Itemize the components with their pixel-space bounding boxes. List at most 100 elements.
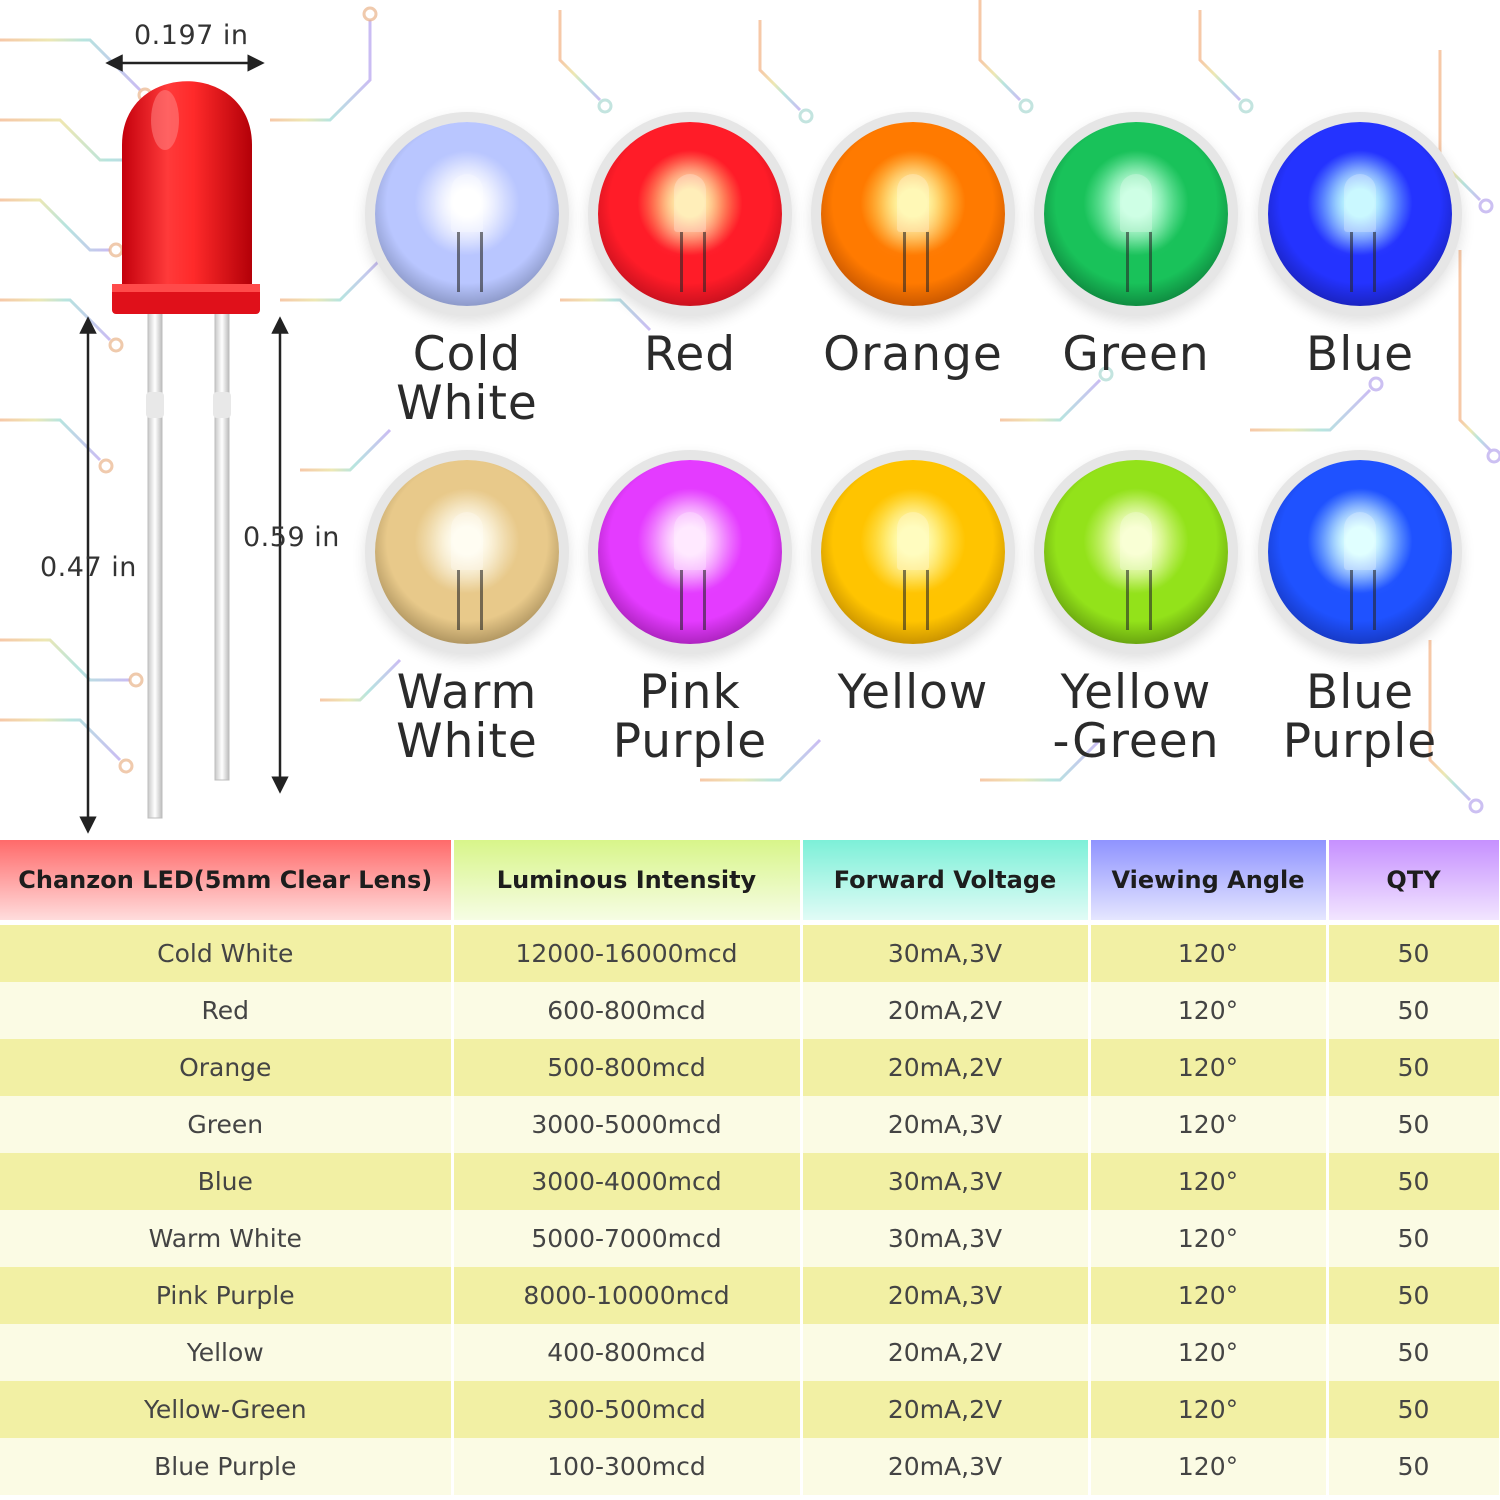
cell-viewing-angle: 120° — [1089, 1267, 1329, 1324]
cell-viewing-angle: 120° — [1089, 1153, 1329, 1210]
cell-color: Warm White — [0, 1210, 454, 1267]
header-forward-voltage: Forward Voltage — [801, 840, 1091, 923]
led-color-label: Yellow -Green — [1052, 665, 1220, 769]
led-diagram — [112, 81, 260, 819]
table-row: Orange 500-800mcd 20mA,2V 120° 50 — [0, 1039, 1500, 1096]
short-lead-dimension-label: 0.47 in — [40, 552, 137, 583]
led-color-label: Orange — [823, 327, 1003, 382]
led-leads — [457, 232, 483, 292]
cell-forward-voltage: 20mA,3V — [801, 1438, 1091, 1495]
led-leads — [1126, 570, 1152, 630]
led-color-label: Green — [1062, 327, 1210, 382]
cell-forward-voltage: 30mA,3V — [801, 1153, 1091, 1210]
led-color-cold-white: Cold White — [357, 122, 577, 452]
cell-qty: 50 — [1327, 982, 1500, 1039]
led-bulb-silhouette — [674, 174, 706, 232]
table-row: Cold White 12000-16000mcd 30mA,3V 120° 5… — [0, 920, 1500, 982]
long-lead-dimension-label: 0.59 in — [243, 522, 340, 553]
cell-qty: 50 — [1327, 1210, 1500, 1267]
led-glow-image — [598, 122, 782, 306]
cell-luminous-intensity: 8000-10000mcd — [452, 1267, 803, 1324]
cell-color: Yellow-Green — [0, 1381, 454, 1438]
led-glow-image — [598, 460, 782, 644]
circuit-pattern — [0, 0, 1492, 802]
cell-luminous-intensity: 12000-16000mcd — [452, 920, 803, 982]
cell-color: Blue — [0, 1153, 454, 1210]
cell-qty: 50 — [1327, 920, 1500, 982]
header-model: Chanzon LED(5mm Clear Lens) — [0, 840, 454, 923]
cell-viewing-angle: 120° — [1089, 1324, 1329, 1381]
led-color-red: Red — [580, 122, 800, 452]
led-leads — [1126, 232, 1152, 292]
cell-luminous-intensity: 500-800mcd — [452, 1039, 803, 1096]
led-color-label: Blue — [1305, 327, 1414, 382]
cell-forward-voltage: 20mA,2V — [801, 1039, 1091, 1096]
led-glow-image — [1268, 460, 1452, 644]
led-leads — [680, 570, 706, 630]
cell-qty: 50 — [1327, 1324, 1500, 1381]
cell-qty: 50 — [1327, 1438, 1500, 1495]
led-color-label: Red — [643, 327, 737, 382]
led-color-orange: Orange — [803, 122, 1023, 452]
cell-qty: 50 — [1327, 1153, 1500, 1210]
cell-viewing-angle: 120° — [1089, 1381, 1329, 1438]
led-bulb-silhouette — [1120, 174, 1152, 232]
header-qty: QTY — [1327, 840, 1500, 923]
led-leads — [903, 570, 929, 630]
led-color-yellow-green: Yellow -Green — [1026, 460, 1246, 790]
table-row: Warm White 5000-7000mcd 30mA,3V 120° 50 — [0, 1210, 1500, 1267]
cell-viewing-angle: 120° — [1089, 1096, 1329, 1153]
led-bulb-silhouette — [674, 512, 706, 570]
cell-luminous-intensity: 3000-4000mcd — [452, 1153, 803, 1210]
led-bulb-silhouette — [897, 512, 929, 570]
led-leads — [1350, 232, 1376, 292]
cell-qty: 50 — [1327, 1267, 1500, 1324]
led-glow-image — [1044, 122, 1228, 306]
led-color-label: Yellow — [837, 665, 989, 720]
led-glow-image — [1268, 122, 1452, 306]
led-glow-image — [821, 122, 1005, 306]
width-dimension-label: 0.197 in — [134, 20, 249, 51]
cell-forward-voltage: 20mA,2V — [801, 982, 1091, 1039]
cell-forward-voltage: 20mA,2V — [801, 1324, 1091, 1381]
cell-color: Cold White — [0, 920, 454, 982]
table-row: Green 3000-5000mcd 20mA,3V 120° 50 — [0, 1096, 1500, 1153]
cell-viewing-angle: 120° — [1089, 1438, 1329, 1495]
cell-luminous-intensity: 3000-5000mcd — [452, 1096, 803, 1153]
cell-forward-voltage: 30mA,3V — [801, 920, 1091, 982]
led-glow-image — [1044, 460, 1228, 644]
cell-viewing-angle: 120° — [1089, 1210, 1329, 1267]
led-leads — [680, 232, 706, 292]
led-glow-image — [375, 460, 559, 644]
led-color-label: Pink Purple — [612, 665, 768, 769]
cell-forward-voltage: 20mA,2V — [801, 1381, 1091, 1438]
cell-qty: 50 — [1327, 1039, 1500, 1096]
cell-viewing-angle: 120° — [1089, 1039, 1329, 1096]
cell-luminous-intensity: 300-500mcd — [452, 1381, 803, 1438]
cell-luminous-intensity: 5000-7000mcd — [452, 1210, 803, 1267]
cell-qty: 50 — [1327, 1381, 1500, 1438]
led-bulb-silhouette — [451, 174, 483, 232]
table-row: Pink Purple 8000-10000mcd 20mA,3V 120° 5… — [0, 1267, 1500, 1324]
cell-color: Green — [0, 1096, 454, 1153]
cell-color: Orange — [0, 1039, 454, 1096]
cell-qty: 50 — [1327, 1096, 1500, 1153]
cell-forward-voltage: 20mA,3V — [801, 1096, 1091, 1153]
table-header-row: Chanzon LED(5mm Clear Lens) Luminous Int… — [0, 840, 1500, 923]
cell-color: Yellow — [0, 1324, 454, 1381]
cell-color: Pink Purple — [0, 1267, 454, 1324]
led-color-warm-white: Warm White — [357, 460, 577, 790]
table-row: Yellow-Green 300-500mcd 20mA,2V 120° 50 — [0, 1381, 1500, 1438]
cell-luminous-intensity: 600-800mcd — [452, 982, 803, 1039]
header-viewing-angle: Viewing Angle — [1089, 840, 1329, 923]
led-color-label: Cold White — [396, 327, 538, 431]
led-glow-image — [821, 460, 1005, 644]
led-leads — [457, 570, 483, 630]
led-bulb-silhouette — [897, 174, 929, 232]
cell-color: Blue Purple — [0, 1438, 454, 1495]
cell-viewing-angle: 120° — [1089, 982, 1329, 1039]
cell-color: Red — [0, 982, 454, 1039]
led-leads — [903, 232, 929, 292]
table-row: Blue 3000-4000mcd 30mA,3V 120° 50 — [0, 1153, 1500, 1210]
